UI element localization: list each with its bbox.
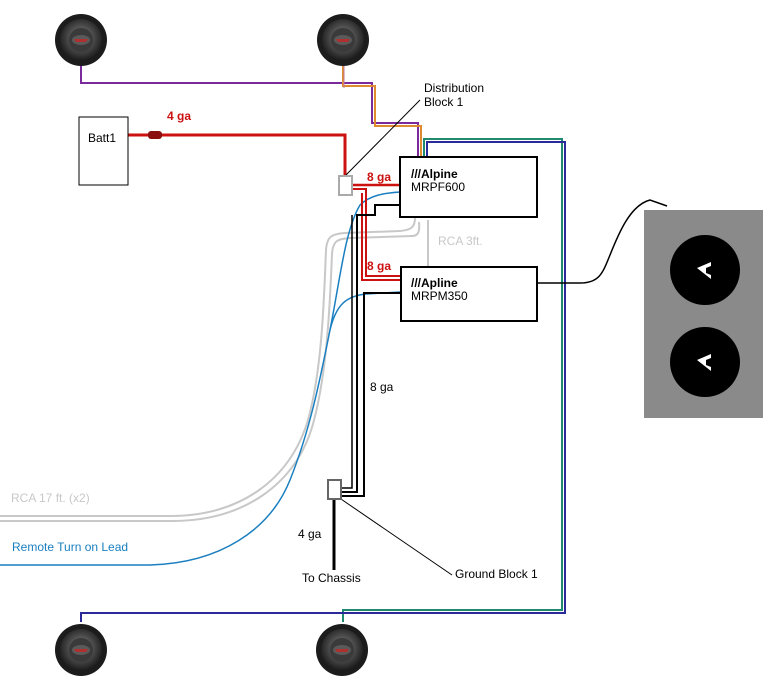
subwoofer-box — [644, 210, 763, 418]
battery-label: Batt1 — [88, 131, 116, 145]
power-wires — [128, 131, 400, 281]
battery: Batt1 — [78, 116, 129, 186]
amp1-model: MRPF600 — [411, 180, 465, 194]
amp2-wire-gauge: 8 ga — [367, 259, 391, 273]
amp1-brand: ///Alpine — [411, 167, 458, 181]
amplifier-mrpf600: ///Alpine MRPF600 — [399, 156, 538, 218]
amp1-wire-gauge: 8 ga — [367, 170, 391, 184]
speaker-icon — [55, 14, 107, 66]
rca-long-cables — [0, 217, 421, 522]
remote-lead-wire — [0, 191, 401, 566]
ground-wire-gauge: 8 ga — [370, 380, 394, 394]
amplifier-mrpm350: ///Apline MRPM350 — [400, 266, 538, 322]
distribution-block-label-2: Block 1 — [424, 95, 464, 109]
subwoofer-icon — [670, 327, 740, 397]
top-speaker-wires — [80, 64, 422, 156]
amp2-model: MRPM350 — [411, 289, 468, 303]
ground-block-label: Ground Block 1 — [455, 567, 538, 581]
subwoofer-wire — [537, 199, 668, 284]
rca-long-label: RCA 17 ft. (x2) — [11, 491, 90, 505]
leader-lines — [337, 99, 453, 576]
speaker-icon — [55, 624, 107, 676]
ground-block — [327, 479, 342, 500]
rca-short-label: RCA 3ft. — [438, 234, 483, 248]
remote-lead-label: Remote Turn on Lead — [12, 540, 128, 554]
distribution-block — [338, 175, 353, 196]
subwoofer-icon — [670, 235, 740, 305]
battery-wire-gauge: 4 ga — [167, 109, 191, 123]
chassis-label: To Chassis — [302, 571, 361, 585]
chassis-wire-gauge: 4 ga — [298, 527, 322, 541]
speaker-icon — [317, 14, 369, 66]
outer-speaker-loop — [80, 138, 566, 622]
amp2-brand: ///Apline — [411, 276, 458, 290]
speaker-icon — [316, 624, 368, 676]
ground-wires — [332, 204, 400, 570]
distribution-block-label-1: Distribution — [424, 81, 484, 95]
